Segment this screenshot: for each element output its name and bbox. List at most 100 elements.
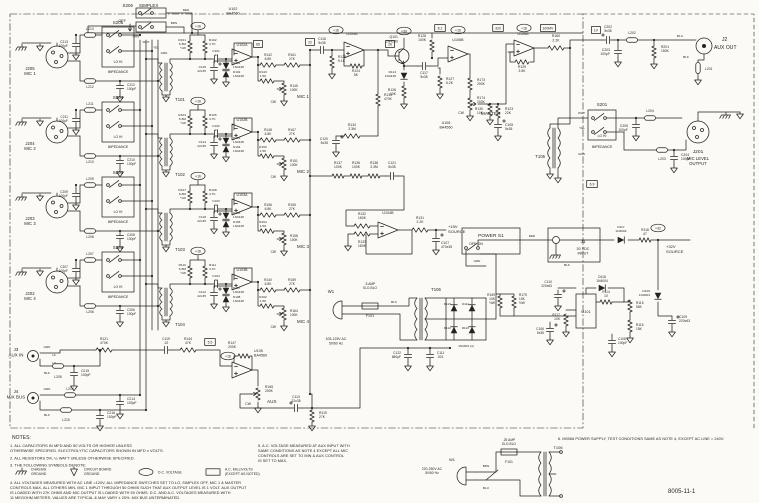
mic-jack-symbol — [45, 195, 69, 219]
wire — [429, 57, 449, 67]
wire — [257, 214, 261, 232]
capacitor-symbol — [116, 155, 124, 169]
capacitor-symbol — [432, 233, 444, 247]
label-l211: L211 — [86, 102, 93, 106]
chassis-ground-icon — [719, 111, 731, 119]
label-yel: YEL — [579, 126, 585, 130]
label-u103b: U103B — [237, 268, 249, 272]
potentiometer-wiper-icon — [276, 236, 283, 242]
mic-jack-symbol — [45, 45, 69, 69]
dc-voltage-callout — [650, 223, 666, 233]
wire — [39, 400, 61, 411]
diode-symbol — [468, 326, 476, 334]
ac-millivolt-value: 65 — [256, 42, 260, 46]
note-1: OTHERWISE SPECIFIED. ELECTROLYTIC CAPACI… — [10, 448, 164, 453]
junction-dot — [308, 288, 312, 292]
label-w1: W1 — [328, 289, 335, 294]
wire — [169, 208, 211, 214]
wire — [251, 56, 261, 66]
opamp-symbol — [231, 48, 253, 66]
capacitor-symbol — [332, 135, 344, 149]
wire — [465, 249, 487, 267]
wire — [477, 239, 545, 247]
wire — [499, 293, 515, 297]
wire — [309, 393, 313, 409]
capacitor-symbol — [417, 62, 431, 70]
legend-ac-millivolts-label: A.C. MILLIVOLTS(EXCEPT AS NOTED) — [225, 468, 260, 476]
resistor-symbol — [411, 227, 429, 233]
resistor-symbol — [259, 287, 277, 293]
label-blk: BLK — [564, 263, 570, 267]
junction-dot — [138, 258, 142, 262]
label-grn: GRN — [44, 345, 51, 349]
resistor-symbol — [283, 137, 301, 143]
junction-dot — [188, 207, 192, 211]
switch-contact-icon — [106, 274, 110, 278]
junction-dot — [256, 55, 260, 59]
label-s204: S204 — [113, 95, 124, 100]
label-aux: AUX — [267, 399, 277, 404]
wires — [21, 12, 741, 497]
board-ground-icon — [222, 79, 230, 88]
capacitor-symbol — [289, 401, 303, 412]
wire — [169, 133, 211, 139]
dc-voltage-value: +16 — [333, 28, 339, 32]
note-5: SAME CONDITIONS AS NOTE 4 EXCEPT ALL MIC — [258, 449, 348, 453]
board-ground-icon — [608, 349, 616, 358]
label-c102: C102.22 — [212, 124, 220, 132]
opamp-symbol — [513, 39, 535, 57]
wire — [67, 277, 81, 287]
wire — [273, 155, 285, 159]
resistor-symbol — [283, 287, 301, 293]
label-l209: L209 — [86, 177, 94, 181]
chassis-ground-icon — [549, 251, 561, 259]
legend-chassis-ground-icon — [15, 467, 27, 475]
board-ground-icon — [344, 243, 352, 252]
wire — [477, 43, 515, 105]
label-d112: D112 — [444, 326, 451, 330]
wire — [257, 64, 261, 82]
switch-contact-icon — [106, 258, 110, 262]
wire — [311, 347, 451, 409]
dc-voltage-value: +32 — [655, 226, 661, 230]
mic-jack-symbol — [45, 120, 69, 144]
capacitor-symbol — [670, 151, 678, 165]
board-ground-icon — [426, 363, 434, 372]
notes-header: NOTES: — [12, 435, 31, 441]
resistor-symbol — [283, 212, 301, 218]
label-d110: D110 — [462, 326, 469, 330]
label-l214: L214 — [66, 387, 74, 391]
label-cw: CW — [458, 111, 464, 115]
wire — [189, 109, 206, 117]
dc-voltage-callout — [328, 25, 344, 35]
label-8005-11-1: 8005-11-1 — [668, 489, 696, 495]
diode-symbol — [222, 220, 230, 228]
junction-dot — [203, 282, 207, 286]
switch-contact-icon — [464, 246, 468, 250]
label-j1: J1 — [581, 239, 586, 244]
label-t106: T106 — [553, 445, 563, 450]
label-blk: BLK — [44, 413, 50, 417]
resistor-symbol — [429, 39, 435, 53]
capacitor-symbol — [116, 305, 124, 319]
